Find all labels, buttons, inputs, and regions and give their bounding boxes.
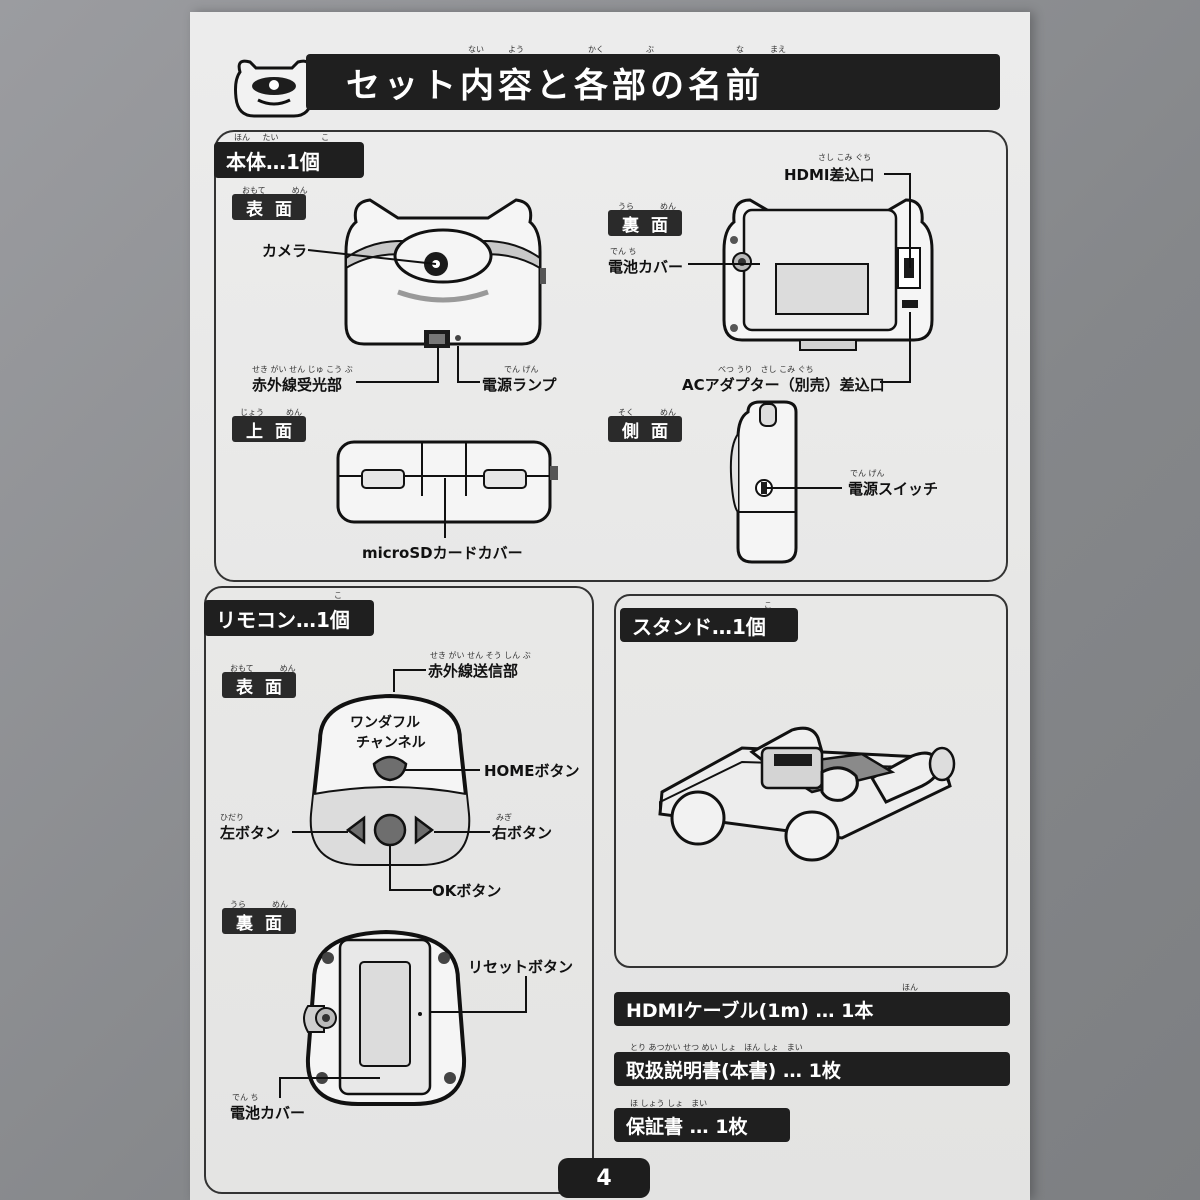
camera-label: カメラ — [262, 242, 308, 260]
page-title: セット内容と各部の名前 — [346, 65, 764, 106]
back-battery-cover-label: 電池カバー — [608, 258, 684, 276]
ok-button-label: OKボタン — [432, 882, 502, 900]
power-switch-label: 電源スイッチ — [848, 480, 939, 498]
hdmi-port-label: HDMI差込口 — [784, 166, 875, 184]
remote-logo-line2: チャンネル — [356, 735, 426, 751]
remote-front-illustration — [309, 693, 471, 866]
power-lamp-label: 電源ランプ — [482, 376, 557, 394]
reset-button-label: リセットボタン — [468, 958, 574, 976]
remote-back-illustration — [303, 929, 467, 1106]
right-button-label: 右ボタン — [492, 824, 553, 842]
ir-receiver-label: 赤外線受光部 — [252, 376, 343, 394]
manual-page: セット内容と各部の名前 ない よう かく ぶ な まえ 本体…1個 ほん たい … — [190, 12, 1030, 1200]
page-number: 4 — [558, 1158, 650, 1198]
remote-logo-line1: ワンダフル — [350, 715, 420, 731]
left-button-label: 左ボタン — [220, 824, 281, 842]
remote-battery-cover-label: 電池カバー — [230, 1104, 306, 1122]
main-back-view-label: 裏面 — [608, 210, 682, 236]
remote-title-bar: リモコン…1個 — [204, 600, 374, 636]
microsd-cover-label: microSDカードカバー — [362, 544, 523, 562]
ac-adapter-port-label: ACアダプター（別売）差込口 — [682, 376, 885, 394]
main-side-view-label: 側面 — [608, 416, 682, 442]
main-unit-back-illustration — [722, 198, 934, 351]
main-unit-title-bar: 本体…1個 — [214, 142, 364, 178]
main-top-view-label: 上面 — [232, 416, 306, 442]
main-unit-side-illustration — [729, 400, 798, 564]
remote-front-view-label: 表面 — [222, 672, 296, 698]
item-instruction-manual: 取扱説明書(本書) … 1枚 — [614, 1052, 1010, 1086]
item-warranty: 保証書 … 1枚 — [614, 1108, 790, 1142]
ir-transmitter-label: 赤外線送信部 — [428, 662, 519, 680]
main-front-view-label: 表面 — [232, 194, 306, 220]
stand-illustration — [658, 726, 956, 862]
home-button-label: HOMEボタン — [484, 762, 580, 780]
header-bar: セット内容と各部の名前 — [306, 54, 1000, 110]
stand-title-bar: スタンド…1個 — [620, 608, 798, 642]
remote-back-view-label: 裏面 — [222, 908, 296, 934]
item-hdmi-cable: HDMIケーブル(1m) … 1本 — [614, 992, 1010, 1026]
main-unit-front-illustration — [344, 198, 546, 348]
